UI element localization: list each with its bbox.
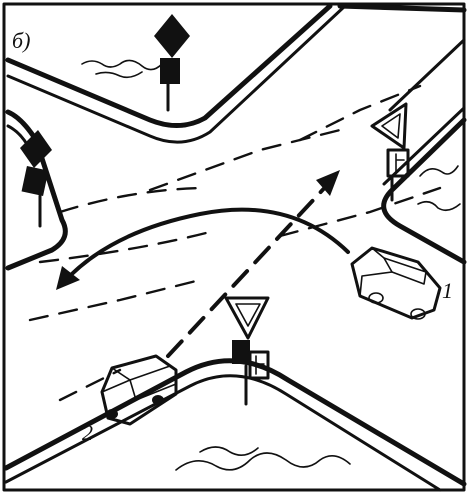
- curb-right: [384, 108, 464, 262]
- vehicle-1-label: 1: [442, 278, 453, 303]
- road-edge-top: [340, 6, 464, 10]
- priority-road-sign-top: [154, 14, 190, 110]
- vehicle-2-label: 2: [82, 420, 93, 445]
- yield-sign-bottom: [226, 298, 268, 404]
- vehicle-1: [352, 248, 440, 319]
- yield-sign-right: [372, 104, 408, 200]
- figure-frame: [4, 4, 464, 490]
- trajectory-vehicle-1: [56, 210, 348, 290]
- road-edge-right-upper: [390, 40, 464, 110]
- curb-bottom: [6, 361, 464, 490]
- panel-label: б): [12, 28, 30, 53]
